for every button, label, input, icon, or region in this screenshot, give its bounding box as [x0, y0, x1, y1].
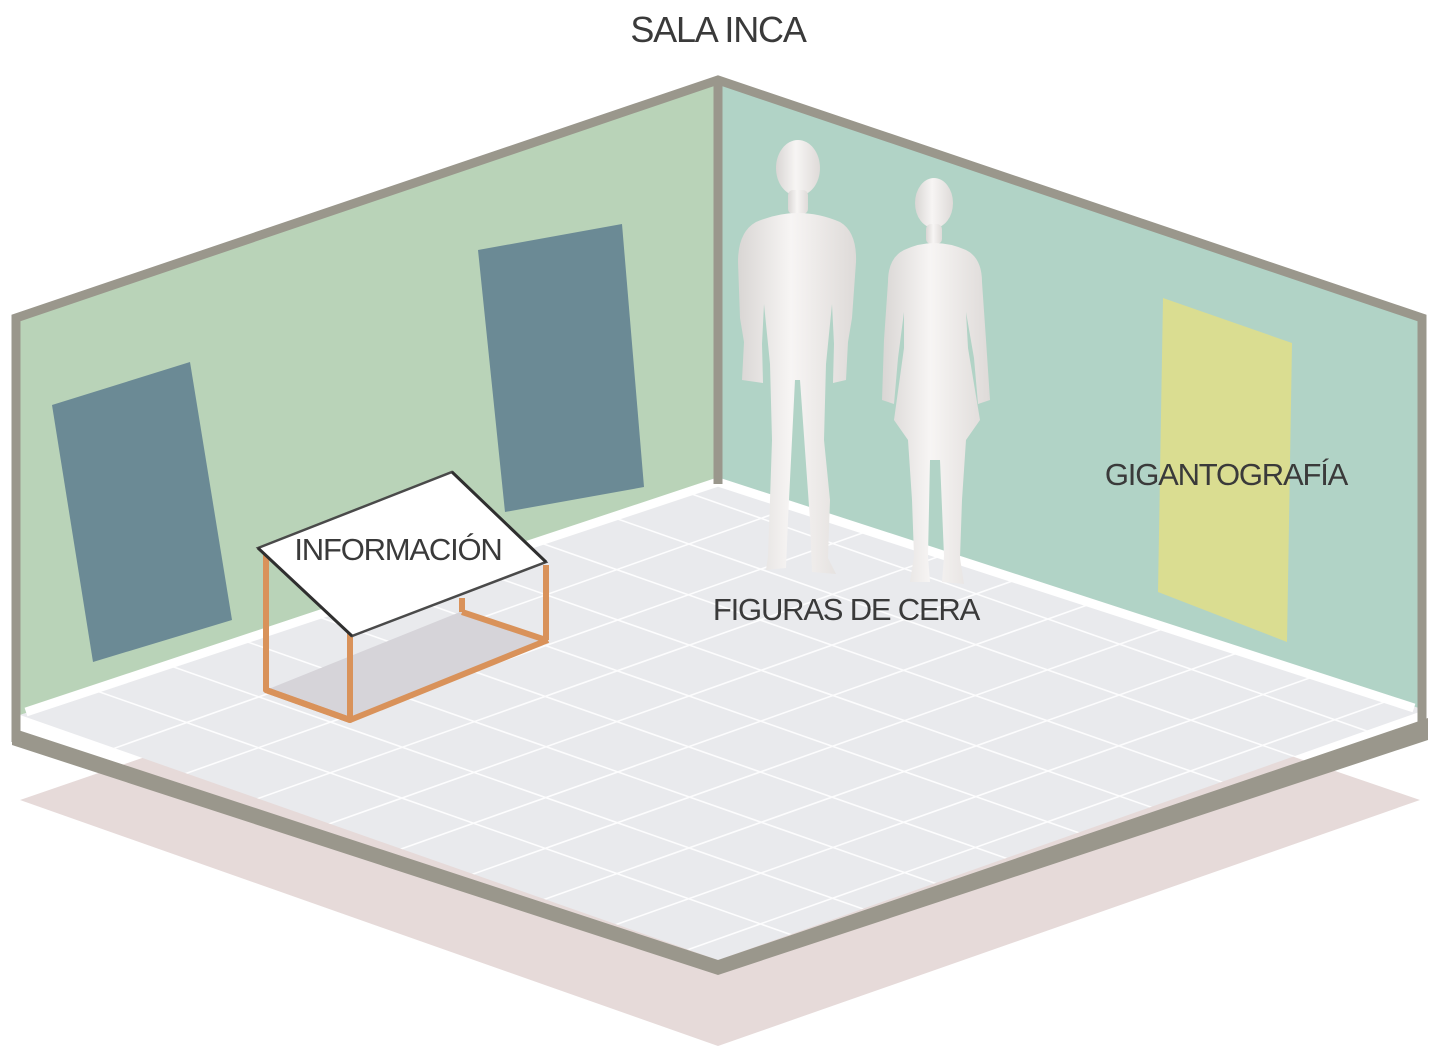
wall-panel-left — [52, 362, 232, 662]
wax-figure-woman — [882, 178, 990, 584]
table-shadow — [266, 612, 548, 720]
wall-panel-center — [478, 224, 644, 512]
wax-figures-label: FIGURAS DE CERA — [713, 592, 981, 627]
info-table-label: INFORMACIÓN — [294, 532, 501, 567]
room-frame — [11, 75, 1427, 742]
info-table — [255, 470, 550, 723]
gigantografia-panel — [1158, 298, 1292, 642]
diagram-title: SALA INCA — [630, 9, 806, 50]
gigantografia-label: GIGANTOGRAFÍA — [1105, 457, 1349, 492]
wax-figure-man — [738, 140, 857, 574]
